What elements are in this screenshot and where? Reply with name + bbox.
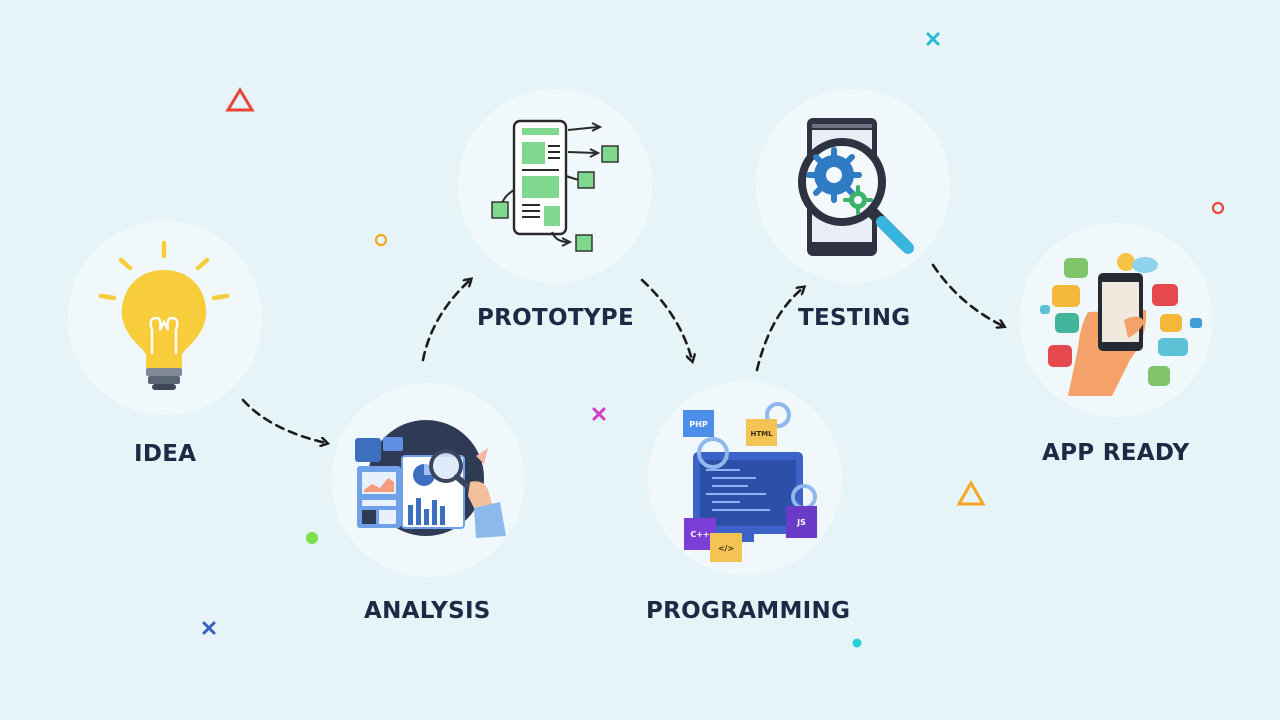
tag-badge-label: </> [718,544,734,553]
decorations [202,32,1225,648]
stage-label-app-ready: APP READY [1042,440,1190,466]
hand-phone-apps-icon [1040,253,1202,396]
ring-decoration-red [1211,201,1225,215]
arrow-idea-to-analysis [241,398,326,443]
cross-decoration-teal [926,32,940,46]
stage-label-programming: PROGRAMMING [646,598,851,624]
html-badge [746,419,777,446]
stage-label-prototype: PROTOTYPE [477,305,634,331]
cpp-badge-label: C++ [690,530,709,539]
js-badge-label: JS [796,518,806,527]
magnifier-gear-phone-icon [798,118,914,256]
wireframe-sketch-icon [491,119,619,252]
php-badge-label: PHP [689,420,708,429]
dot-decoration-green [306,532,318,544]
arrow-programming-to-testing [755,288,803,372]
lightbulb-icon [98,240,230,390]
code-monitor-icon: PHP HTML C++ JS </> [683,402,817,562]
stage-label-analysis: ANALYSIS [364,598,491,624]
tag-badge [710,533,742,562]
ring-decoration-orange [374,233,388,247]
html-badge-label: HTML [750,430,773,438]
arrow-prototype-to-programming [640,278,692,360]
php-badge [683,410,714,437]
arrow-testing-to-app-ready [931,263,1003,326]
triangle-decoration-orange [956,479,986,506]
triangle-decoration-red [225,87,255,112]
flow-arrows [241,263,1003,443]
dot-decoration-cyan [852,638,862,648]
cross-decoration-blue [202,621,216,635]
stage-label-idea: IDEA [134,441,197,467]
arrow-analysis-to-prototype [421,280,470,362]
js-badge [786,506,817,538]
analytics-dashboard-icon [355,420,506,538]
stage-label-testing: TESTING [798,305,911,331]
cross-decoration-magenta [592,407,606,421]
